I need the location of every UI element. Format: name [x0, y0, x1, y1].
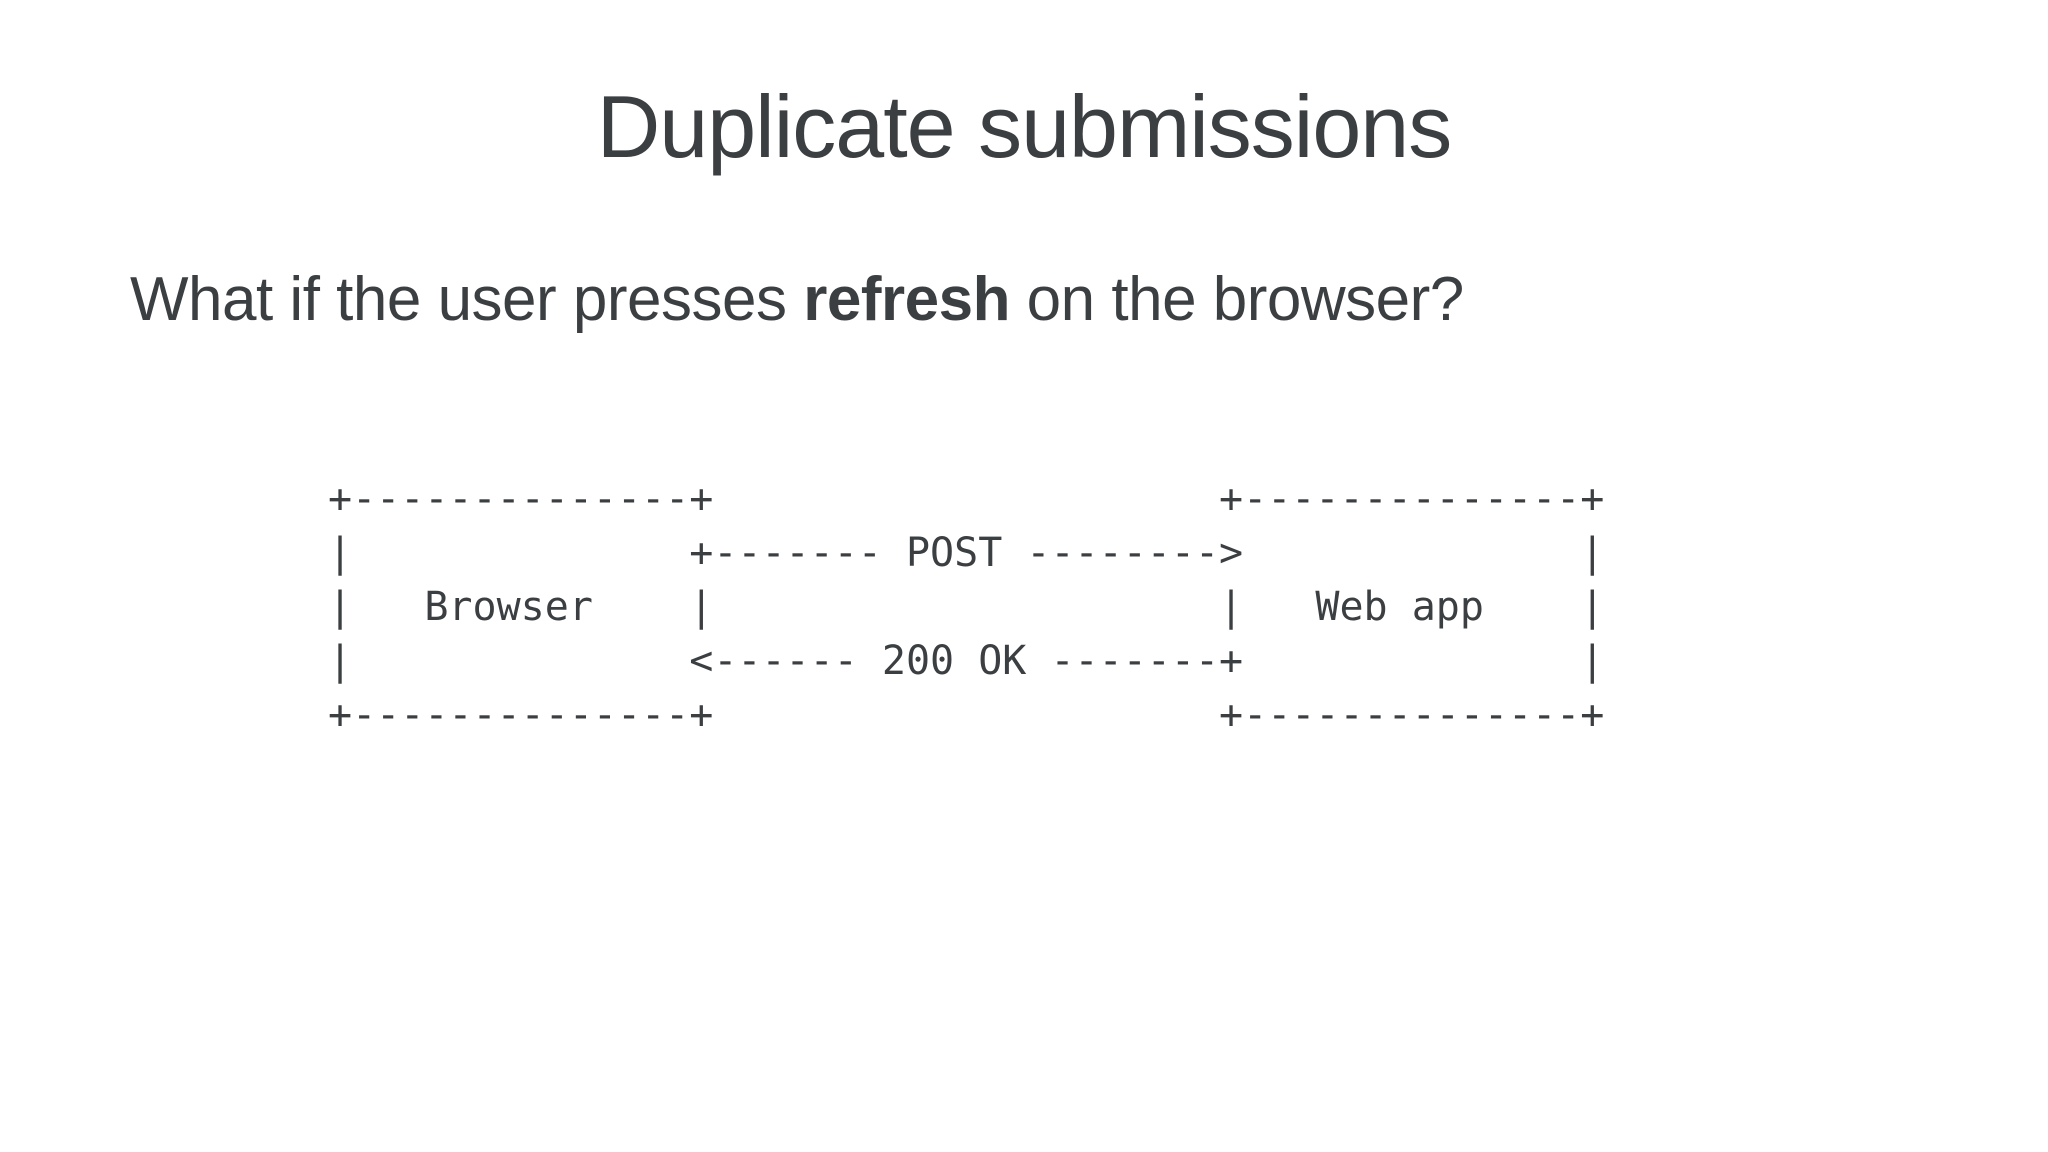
page-title: Duplicate submissions — [596, 77, 1453, 176]
ascii-sequence-diagram: +--------------+ +--------------+ | +---… — [328, 476, 1605, 738]
question-text: What if the user presses refresh on the … — [130, 260, 1464, 341]
question-prefix: What if the user presses — [130, 265, 804, 334]
question-emphasis: refresh — [803, 265, 1010, 334]
question-suffix: on the browser? — [1009, 265, 1465, 334]
